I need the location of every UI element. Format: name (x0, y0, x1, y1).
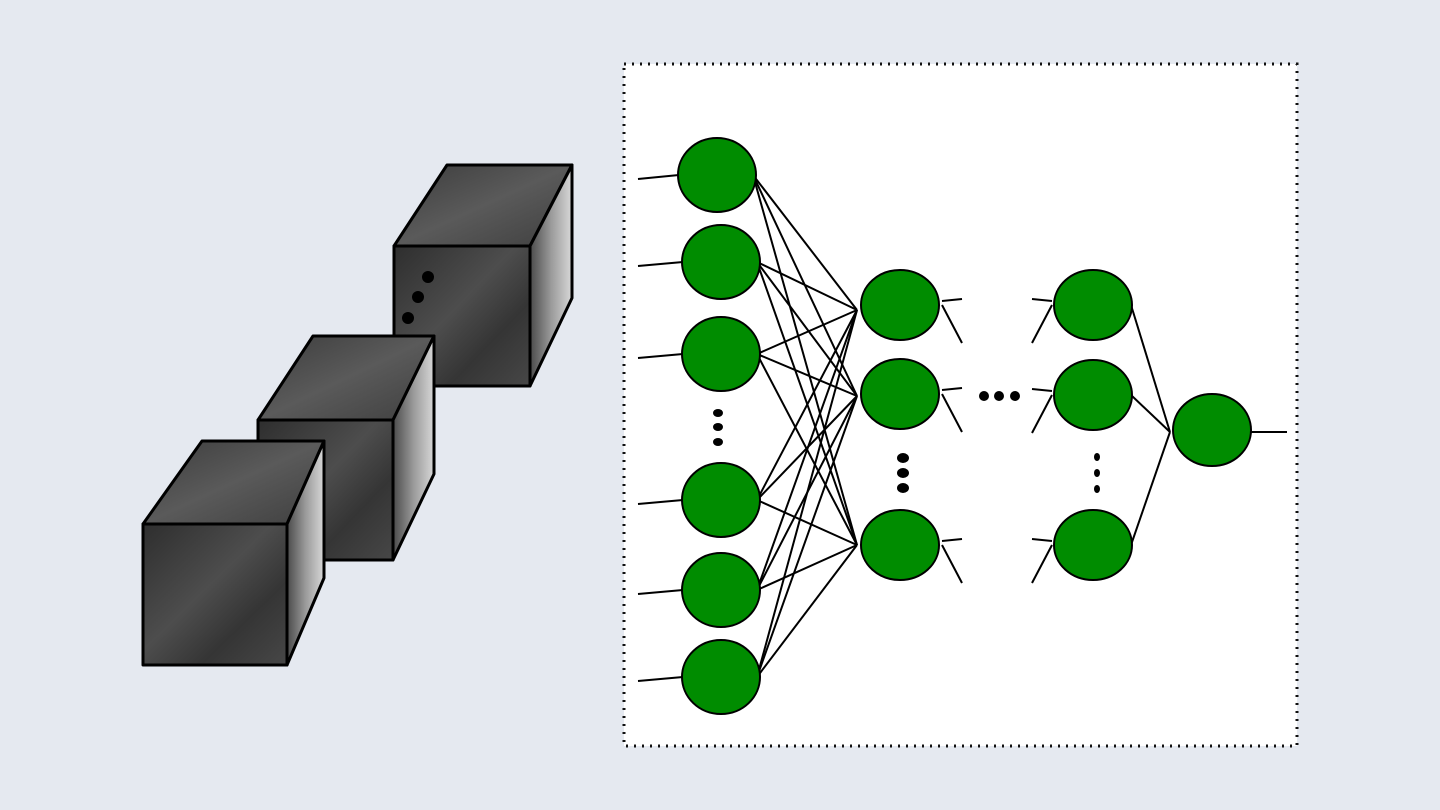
edge-h2n1-out (1130, 304, 1171, 433)
input-stub-1 (637, 174, 680, 180)
hidden1-node-2 (860, 358, 940, 430)
hidden1-node-1 (860, 269, 940, 341)
cube-stack (141, 163, 574, 667)
cube-1 (141, 439, 326, 667)
network-nodes (677, 137, 1252, 715)
edge-in4-h1n1 (756, 309, 858, 501)
edge-in1-h1n1 (752, 174, 858, 311)
edge-in2-h1n1 (756, 261, 858, 311)
input-node-6 (681, 639, 761, 715)
h1-out-bottom-3 (941, 544, 963, 584)
output-node (1172, 393, 1252, 467)
input-stub-3 (637, 353, 684, 359)
h1-out-bottom-1 (941, 304, 963, 344)
h1-out-top-3 (941, 538, 963, 542)
h1-out-bottom-2 (941, 393, 963, 433)
edge-in3-h1n1 (756, 309, 858, 355)
hidden1-ellipsis-dot-1 (897, 453, 909, 463)
h2-in-bottom-1 (1031, 304, 1053, 344)
edge-in6-h1n1 (756, 309, 858, 678)
hidden2-ellipsis-dot-2 (1094, 469, 1100, 477)
hidden2-ellipsis-dot-1 (1094, 453, 1100, 461)
h2-in-top-3 (1031, 538, 1053, 542)
input-stub-5 (637, 589, 684, 595)
hidden1-node-3 (860, 509, 940, 581)
layers-ellipsis-dot-3 (1010, 391, 1020, 401)
network-ellipses (713, 391, 1100, 493)
edge-h2n3-out (1130, 431, 1171, 546)
edge-in5-h1n1 (756, 309, 858, 591)
input-node-5 (681, 552, 761, 628)
h1-out-top-1 (941, 298, 963, 302)
input-node-2 (681, 224, 761, 300)
layers-ellipsis-dot-2 (994, 391, 1004, 401)
edge-in3-h1n2 (756, 353, 858, 397)
h1-out-top-2 (941, 387, 963, 391)
h2-in-top-2 (1031, 388, 1053, 392)
hidden2-node-3 (1053, 509, 1133, 581)
hidden1-ellipsis-dot-3 (897, 483, 909, 493)
cube-ellipsis-icon (402, 271, 434, 324)
input-ellipsis-dot-1 (713, 409, 723, 417)
hidden2-ellipsis-dot-3 (1094, 485, 1100, 493)
hidden1-ellipsis-dot-2 (897, 468, 909, 478)
input-ellipsis-dot-3 (713, 438, 723, 446)
hidden2-node-2 (1053, 359, 1133, 431)
layers-ellipsis-dot-1 (979, 391, 989, 401)
input-stub-2 (637, 261, 684, 267)
input-ellipsis-dot-2 (713, 423, 723, 431)
input-node-4 (681, 462, 761, 538)
edge-in4-h1n3 (756, 499, 858, 546)
hidden2-node-1 (1053, 269, 1133, 341)
input-node-3 (681, 316, 761, 392)
h2-in-top-1 (1031, 298, 1053, 302)
h2-in-bottom-2 (1031, 394, 1053, 434)
h2-in-bottom-3 (1031, 544, 1053, 584)
network-connections (637, 174, 1287, 682)
edge-in5-h1n3 (756, 544, 858, 591)
edge-in6-h1n3 (756, 544, 858, 678)
input-stub-6 (637, 676, 684, 682)
edge-in6-h1n2 (756, 395, 858, 678)
edge-h2n2-out (1130, 394, 1171, 433)
edge-in1-h1n3 (752, 174, 858, 546)
input-stub-4 (637, 499, 684, 505)
input-node-1 (677, 137, 757, 213)
